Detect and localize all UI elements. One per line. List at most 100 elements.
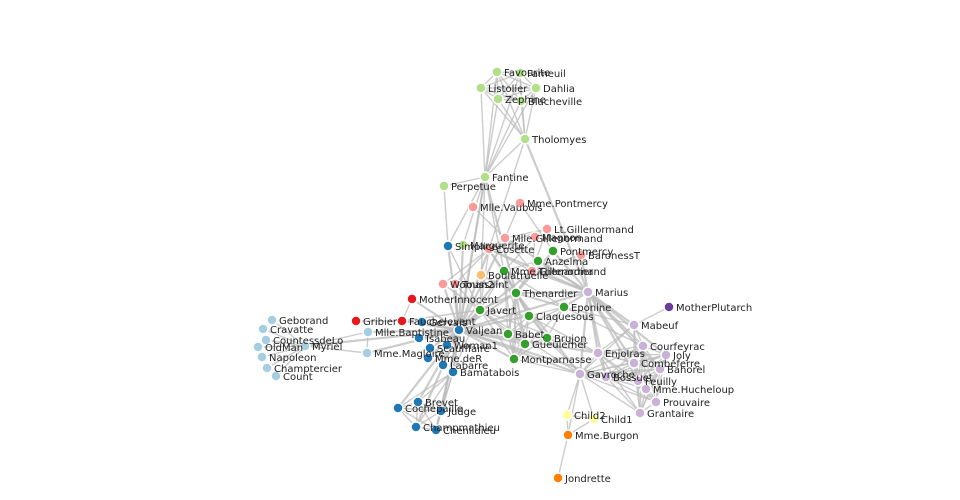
node-enjolras[interactable] (592, 347, 604, 359)
node-fauchelevent[interactable] (396, 315, 408, 327)
node-label-napoleon: Napoleon (269, 353, 316, 364)
node-valjean[interactable] (453, 324, 465, 336)
node-courfeyrac[interactable] (637, 340, 649, 352)
node-label-count: Count (283, 372, 313, 383)
node-gervais[interactable] (416, 316, 428, 328)
link-woman2-javert (442, 283, 481, 311)
node-bamatabois[interactable] (447, 366, 459, 378)
link-woman2-valjean (441, 283, 461, 331)
node-label-mlle-gillenormand: Mlle.Gillenormand (512, 234, 603, 245)
node-fantine[interactable] (479, 171, 491, 183)
node-old-man[interactable] (252, 341, 264, 353)
node-perpetue[interactable] (438, 180, 450, 192)
node-judge[interactable] (435, 405, 447, 417)
link-gavroche-child1 (579, 373, 595, 420)
node-champtercier[interactable] (261, 362, 273, 374)
node-feuilly[interactable] (632, 375, 644, 387)
node-label-prouvaire: Prouvaire (663, 398, 710, 409)
node-count[interactable] (270, 370, 282, 382)
node-woman2[interactable] (437, 278, 449, 290)
node-child1[interactable] (588, 413, 600, 425)
node-bahorel[interactable] (654, 363, 666, 375)
node-mme-pontmercy[interactable] (514, 197, 526, 209)
node-chenildieu[interactable] (430, 424, 442, 436)
node-mmede-r[interactable] (422, 352, 434, 364)
node-tholomyes[interactable] (519, 133, 531, 145)
node-mme-magloire[interactable] (361, 347, 373, 359)
node-grantaire[interactable] (634, 407, 646, 419)
node-pontmercy[interactable] (547, 245, 559, 257)
link-favourite-fantine (484, 71, 498, 178)
node-mlle-baptistine[interactable] (362, 326, 374, 338)
link-mlle-baptistine-myriel (304, 331, 369, 347)
node-label-champmathieu: Champmathieu (423, 423, 500, 434)
node-child2[interactable] (561, 409, 573, 421)
node-label-mme-magloire: Mme.Magloire (374, 349, 445, 360)
node-fameuil[interactable] (514, 67, 526, 79)
node-woman1[interactable] (441, 339, 453, 351)
node-label-fauchelevent: Fauchelevent (409, 317, 476, 328)
node-babet[interactable] (502, 328, 514, 340)
node-mlle-vaubois[interactable] (467, 201, 479, 213)
link-claquesous-valjean (458, 314, 530, 332)
node-champmathieu[interactable] (410, 421, 422, 433)
node-lt-gillenormand[interactable] (541, 223, 553, 235)
node-combeferre[interactable] (628, 357, 640, 369)
node-marius[interactable] (582, 286, 594, 298)
node-gribier[interactable] (350, 315, 362, 327)
node-countessde-lo[interactable] (260, 334, 272, 346)
node-anzelma[interactable] (532, 255, 544, 267)
node-mabeuf[interactable] (628, 319, 640, 331)
node-label-valjean: Valjean (466, 326, 502, 337)
node-label-anzelma: Anzelma (545, 257, 588, 268)
node-gavroche[interactable] (574, 368, 586, 380)
link-eponine-claquesous (528, 306, 565, 317)
node-cosette[interactable] (483, 243, 495, 255)
node-label-magnon: Magnon (542, 233, 582, 244)
node-toussaint[interactable] (449, 278, 461, 290)
node-mlle-gillenormand[interactable] (499, 232, 511, 244)
node-mme-hucheloup[interactable] (640, 383, 652, 395)
node-label-mme-pontmercy: Mme.Pontmercy (527, 199, 608, 210)
node-montparnasse[interactable] (508, 353, 520, 365)
node-claquesous[interactable] (523, 310, 535, 322)
node-geborand[interactable] (266, 314, 278, 326)
node-mme-thenardier[interactable] (498, 265, 510, 277)
node-label-simplice: Simplice (455, 242, 497, 253)
node-bossuet[interactable] (600, 371, 612, 383)
node-mme-burgon[interactable] (562, 429, 574, 441)
node-brujon[interactable] (541, 332, 553, 344)
node-boulatruelle[interactable] (475, 269, 487, 281)
node-joly[interactable] (660, 349, 672, 361)
node-prouvaire[interactable] (650, 396, 662, 408)
node-magnon[interactable] (529, 231, 541, 243)
node-zephine[interactable] (492, 93, 504, 105)
node-myriel[interactable] (299, 340, 311, 352)
node-mother-plutarch[interactable] (663, 301, 675, 313)
node-jondrette[interactable] (552, 472, 564, 484)
node-cochepaille[interactable] (392, 402, 404, 414)
node-cravatte[interactable] (257, 323, 269, 335)
link-bossuet-mme-hucheloup (605, 376, 647, 390)
node-label-bossuet: Bossuet (613, 373, 653, 384)
node-javert[interactable] (474, 304, 486, 316)
node-favourite[interactable] (491, 66, 503, 78)
node-dahlia[interactable] (530, 82, 542, 94)
node-label-chenildieu: Chenildieu (443, 426, 496, 437)
node-blacheville[interactable] (515, 95, 527, 107)
node-mother-innocent[interactable] (406, 293, 418, 305)
node-thenardier[interactable] (510, 287, 522, 299)
link-grantaire-gavroche (579, 373, 641, 414)
node-isabeau[interactable] (413, 332, 425, 344)
node-listolier[interactable] (475, 82, 487, 94)
node-gillenormand[interactable] (526, 265, 538, 277)
node-baroness-t[interactable] (575, 249, 587, 261)
node-napoleon[interactable] (256, 351, 268, 363)
node-brevet[interactable] (412, 396, 424, 408)
node-simplice[interactable] (442, 240, 454, 252)
node-gueulemer[interactable] (519, 338, 531, 350)
node-labarre[interactable] (437, 359, 449, 371)
node-label-cosette: Cosette (496, 245, 534, 256)
node-eponine[interactable] (558, 301, 570, 313)
node-marguerite[interactable] (457, 239, 469, 251)
